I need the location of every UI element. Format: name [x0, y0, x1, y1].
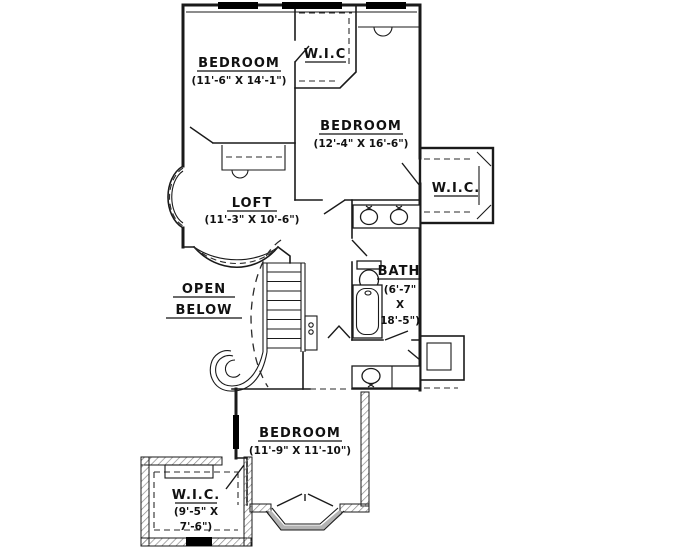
window-wic-bottom — [186, 537, 212, 546]
bay-outer-line — [265, 510, 345, 531]
wic-right-chamfers — [476, 151, 492, 220]
bedroom-bottom-label: BEDROOM — [259, 426, 341, 441]
loft-west-bay-inner-arc — [171, 170, 184, 224]
window-bedroom3-left — [233, 415, 239, 449]
bath-dim3: 18'-5") — [380, 315, 420, 327]
handrail-baluster — [308, 329, 314, 335]
handrail-baluster — [308, 322, 314, 328]
vanity-sink-right — [389, 208, 409, 226]
bath-label: BATH — [378, 264, 421, 279]
loft-dims: (11'-3" X 10'-6") — [205, 214, 300, 226]
bath-dim1: (6'-7" — [384, 284, 416, 296]
wic-bottom-left-wall — [140, 456, 150, 547]
bay-inner-line — [271, 507, 339, 525]
shower-room-outer — [419, 335, 465, 381]
loft-curved-features — [167, 164, 280, 268]
lower-faucet-mark — [367, 382, 375, 388]
window-bedroom2 — [366, 2, 406, 9]
vanity-sink-left — [359, 208, 379, 226]
stair-handrail-post-box — [304, 315, 318, 351]
bedroom1-door-leaf — [189, 126, 214, 144]
loft-lens-anchors — [182, 245, 291, 264]
interior-walls — [182, 4, 421, 506]
doors — [189, 45, 421, 507]
wic-bottom-interior — [153, 464, 239, 531]
bedroom-top-label: BEDROOM — [198, 56, 280, 71]
wic-bottom-door-leaf — [225, 464, 245, 490]
wic-top-door-leaf — [294, 45, 310, 63]
wic-right-walls — [418, 146, 495, 225]
wic-bottom-top-wall — [140, 456, 223, 466]
wic-right-label: W.I.C. — [432, 181, 480, 196]
loft-south-lens-outer-arc — [192, 245, 280, 268]
loft-closet-outline — [221, 145, 286, 171]
bedroom-mid-dims: (12'-4" X 16'-6") — [314, 138, 409, 150]
open-below-rail-dash — [250, 239, 282, 388]
bay-window — [265, 507, 345, 531]
hall-double-door-leaves — [327, 324, 351, 339]
faucet-mark-left — [365, 205, 373, 211]
shower-pan-inner — [426, 342, 452, 371]
stair-right-rail — [300, 263, 306, 352]
bathtub-faucet — [364, 290, 372, 296]
faucet-mark-right — [395, 205, 403, 211]
wic-right-door-leaf — [401, 162, 421, 187]
bay-wall-fill — [267, 510, 343, 531]
exterior-walls — [181, 3, 422, 460]
window-wic-top — [282, 2, 342, 9]
loft-west-bay-dash-arc — [169, 167, 184, 227]
loft-west-bay-outer-arc — [167, 164, 185, 230]
bathtub-inner — [355, 287, 380, 336]
bedroom2-niche-arc — [373, 26, 393, 37]
wic-bottom-dim1: (9'-5" X — [174, 506, 218, 518]
lower-vanity-sink — [361, 367, 381, 385]
bath-door-leaf — [351, 239, 368, 257]
wic-bottom-label: W.I.C. — [172, 488, 220, 503]
stair-volute-curl — [224, 359, 241, 378]
open-below-line2: BELOW — [176, 303, 233, 318]
wic-bottom-dim2: 7'-6") — [180, 521, 212, 533]
closets — [221, 12, 352, 179]
wic-bottom-right-wall — [243, 456, 253, 547]
windows — [186, 2, 406, 546]
loft-south-lens-inner-arc — [193, 246, 279, 261]
stairs — [209, 239, 318, 392]
bedroom3-right-wall — [360, 391, 370, 507]
window-bedroom1 — [218, 2, 258, 9]
labels: BEDROOM (11'-6" X 14'-1") W.I.C BEDROOM … — [166, 47, 480, 533]
bay-french-door-leaves — [276, 493, 334, 507]
stair-left-rail — [262, 263, 268, 352]
loft-label: LOFT — [232, 196, 273, 211]
bay-right-stub-wall — [339, 503, 370, 513]
bedroom2-door-leaf — [323, 199, 346, 215]
hatched-walls — [140, 391, 370, 547]
shower-door-leaf — [407, 349, 421, 361]
bedroom-top-dims: (11'-6" X 14'-1") — [192, 75, 287, 87]
bath-dim2: X — [396, 299, 404, 311]
toilet-tank — [356, 260, 382, 270]
wic-top-label: W.I.C — [304, 47, 347, 62]
bedroom-bottom-dims: (11'-9" X 11'-10") — [249, 445, 351, 457]
stair-volute-outer — [215, 351, 264, 387]
stair-volute-inner — [209, 350, 268, 392]
bay-left-stub-wall — [249, 503, 272, 513]
wic-top-walls — [294, 4, 357, 89]
bath-bottom-door-leaf — [384, 330, 409, 341]
loft-closet-arc — [231, 169, 249, 179]
open-below-line1: OPEN — [182, 282, 226, 297]
wic-bottom-shelf-box — [164, 464, 214, 479]
bath-fixtures — [351, 204, 465, 389]
loft-south-lens-dash-arc — [193, 246, 279, 264]
wic-right-room — [418, 146, 495, 225]
bedroom-mid-label: BEDROOM — [320, 119, 402, 134]
